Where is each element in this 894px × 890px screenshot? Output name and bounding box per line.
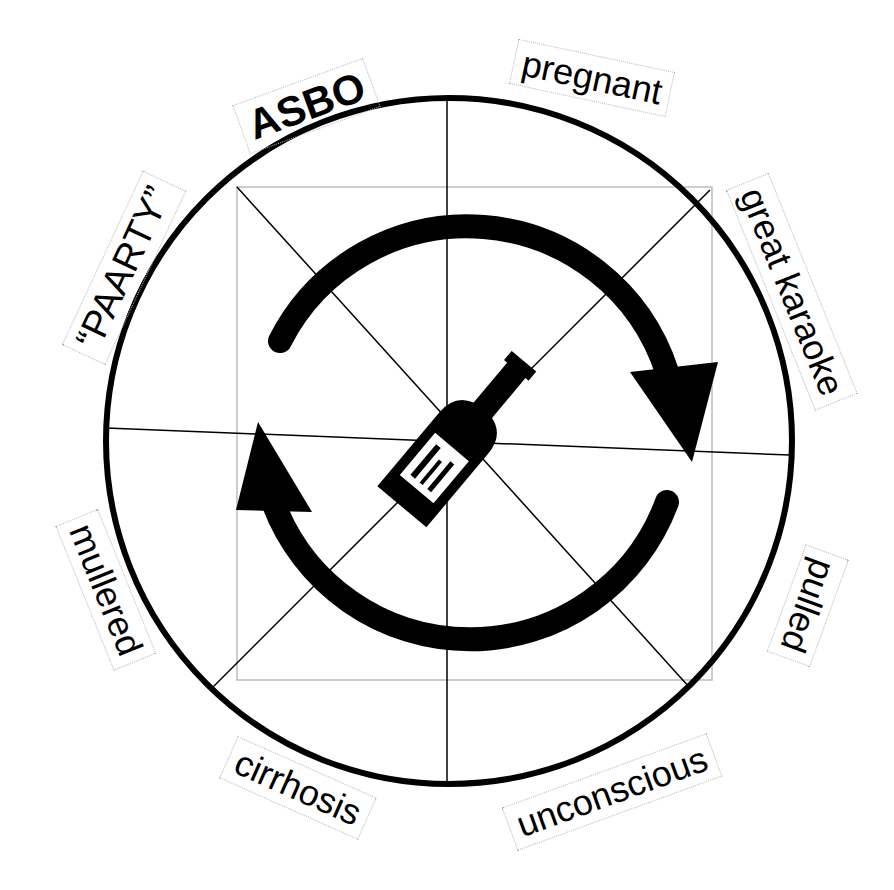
guide-square — [237, 187, 712, 680]
rim-label: ASBO — [241, 64, 371, 149]
bottle-icon — [377, 341, 548, 528]
rim-label: pregnant — [518, 44, 665, 112]
cycle-arrows — [273, 226, 667, 639]
outer-circle — [106, 98, 792, 784]
rim-label-box: ASBO — [232, 58, 381, 155]
rim-label-box: pulled — [767, 544, 849, 667]
rim-label: great karaoke — [732, 182, 851, 401]
rim-label-box: great karaoke — [726, 173, 857, 411]
rim-label: pulled — [773, 554, 843, 658]
rim-label: unconscious — [511, 739, 713, 845]
spokes — [106, 98, 790, 784]
rim-label-box: pregnant — [509, 39, 675, 117]
rim-label: cirrhosis — [229, 742, 368, 833]
rim-label-box: unconscious — [502, 733, 723, 850]
